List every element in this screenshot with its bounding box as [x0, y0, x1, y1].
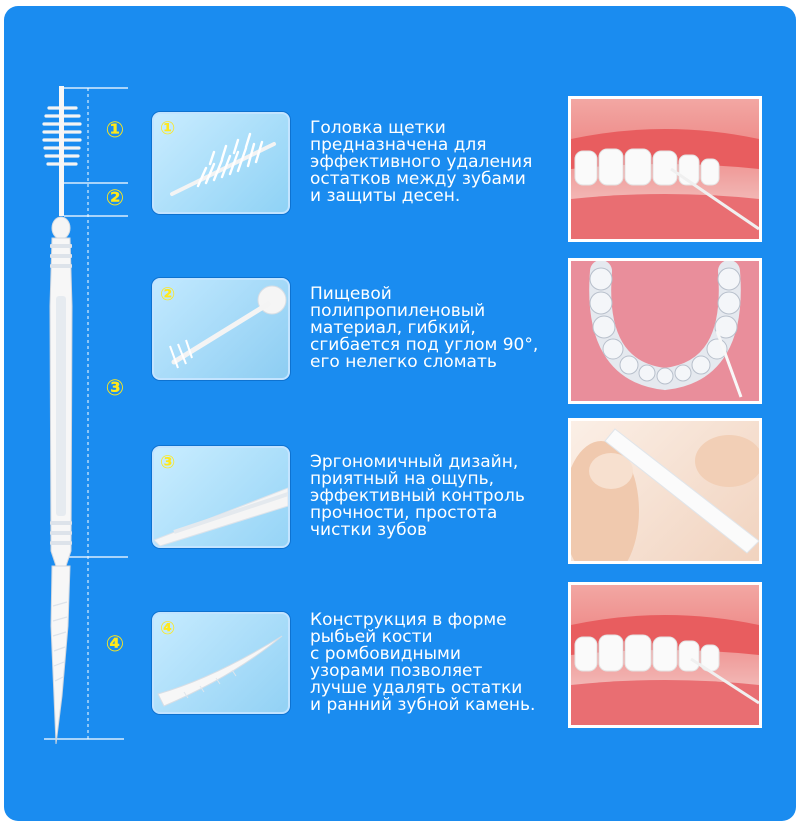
teeth-brush-photo — [571, 129, 759, 239]
pick-tip — [50, 565, 71, 745]
handle-groove — [56, 296, 66, 516]
thumb-marker-3: ③ — [160, 452, 176, 473]
infographic-panel: ① ② ③ ④ ① Головка щетки предназначена дл… — [4, 6, 796, 821]
brush-head-icon — [170, 132, 276, 196]
dental-arch-photo — [589, 261, 743, 398]
toothpick-diagram — [42, 86, 128, 745]
diagram-marker-1: ① — [105, 118, 125, 143]
thumb-marker-4: ④ — [160, 618, 176, 639]
desc-section-1: Головка щетки предназначена для эффектив… — [310, 118, 533, 206]
pick-tip-icon — [157, 635, 283, 707]
desc-section-2: Пищевой полипропиленовый материал, гибки… — [310, 284, 539, 372]
brush-shaft — [59, 86, 64, 216]
hand-grip-photo — [571, 428, 759, 561]
neck-knob — [51, 216, 71, 240]
neck-joint-icon — [169, 285, 287, 369]
thumb-brush-head: ① — [152, 112, 290, 214]
photo-hand-grip — [568, 418, 762, 564]
diagram-marker-4: ④ — [105, 632, 125, 657]
diagram-marker-2: ② — [105, 186, 125, 211]
thumb-handle: ③ — [152, 446, 290, 548]
teeth-pick-photo — [571, 615, 759, 725]
thumb-marker-2: ② — [160, 284, 176, 305]
thumb-pick-tip: ④ — [152, 612, 290, 714]
photo-dental-arch — [568, 258, 762, 404]
photo-teeth-brush — [568, 96, 762, 242]
handle-icon — [154, 487, 288, 546]
photo-teeth-pick — [568, 582, 762, 728]
thumb-neck-joint: ② — [152, 278, 290, 380]
thumb-marker-1: ① — [160, 118, 176, 139]
diagram-marker-3: ③ — [105, 376, 125, 401]
desc-section-3: Эргономичный дизайн, приятный на ощупь, … — [310, 452, 525, 540]
desc-section-4: Конструкция в форме рыбьей кости с ромбо… — [310, 610, 536, 715]
